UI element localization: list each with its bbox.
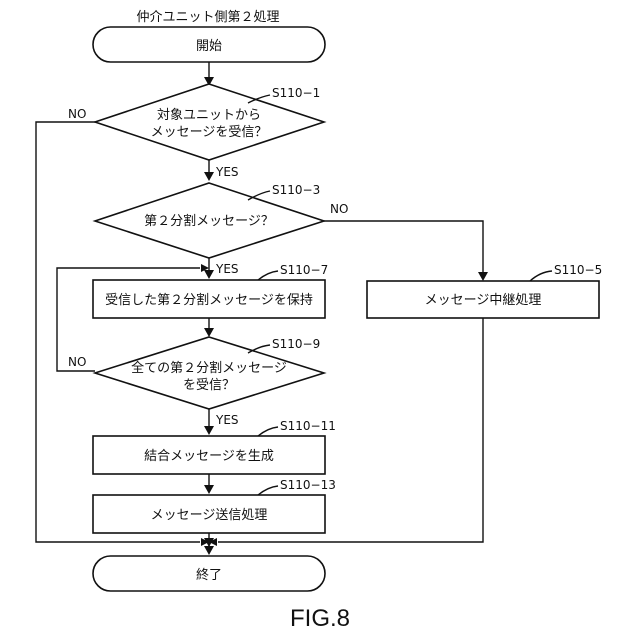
arrowhead [204,485,214,494]
step-label: S110−5 [554,263,602,277]
arrowhead [204,172,214,181]
step-leader [258,271,278,280]
branch-label-no: NO [68,107,86,121]
step-label: S110−1 [272,86,320,100]
edge-s110-3-no-to-s110-5 [324,221,483,278]
start-terminal: 開始 [93,27,325,62]
step-leader [258,486,278,495]
arrowhead [204,328,214,337]
edge-s110-1-no-to-end [36,122,200,542]
arrowhead [478,272,488,281]
node-text: 全ての第２分割メッセージ [131,360,287,376]
node-text: メッセージ中継処理 [425,293,542,308]
process-s110-13: メッセージ送信処理 S110−13 [93,478,336,533]
step-label: S110−7 [280,263,328,277]
step-leader [530,271,552,281]
branch-label-yes: YES [215,165,239,179]
step-label: S110−9 [272,337,320,351]
step-label: S110−11 [280,419,336,433]
end-terminal: 終了 [93,556,325,591]
branch-label-no: NO [68,355,86,369]
branch-label-no: NO [330,202,348,216]
process-s110-11: 結合メッセージを生成 S110−11 [93,419,336,474]
node-text: 開始 [196,39,222,54]
decision-s110-9: 全ての第２分割メッセージ を受信？ S110−9 YES NO [68,337,324,427]
node-text: メッセージ送信処理 [151,508,268,523]
node-text: 結合メッセージを生成 [144,449,274,464]
node-text: を受信？ [183,378,235,393]
node-text: 第２分割メッセージ？ [144,213,274,229]
branch-label-yes: YES [215,413,239,427]
step-leader [258,427,278,436]
process-s110-5: メッセージ中継処理 S110−5 [367,263,602,318]
branch-label-yes: YES [215,262,239,276]
step-label: S110−13 [280,478,336,492]
step-label: S110−3 [272,183,320,197]
flowchart-title: 仲介ユニット側第２処理 [136,10,279,25]
step-leader [248,191,270,200]
node-text: 終了 [196,567,222,583]
figure-caption: FIG.8 [290,605,350,632]
arrowhead [204,270,214,279]
arrowhead [204,426,214,435]
arrowhead [204,546,214,555]
step-leader [248,345,270,353]
node-text: メッセージを受信？ [151,125,268,140]
decision-s110-1: 対象ユニットから メッセージを受信？ S110−1 YES NO [68,84,324,179]
node-text: 対象ユニットから [157,108,261,123]
node-text: 受信した第２分割メッセージを保持 [105,292,313,308]
